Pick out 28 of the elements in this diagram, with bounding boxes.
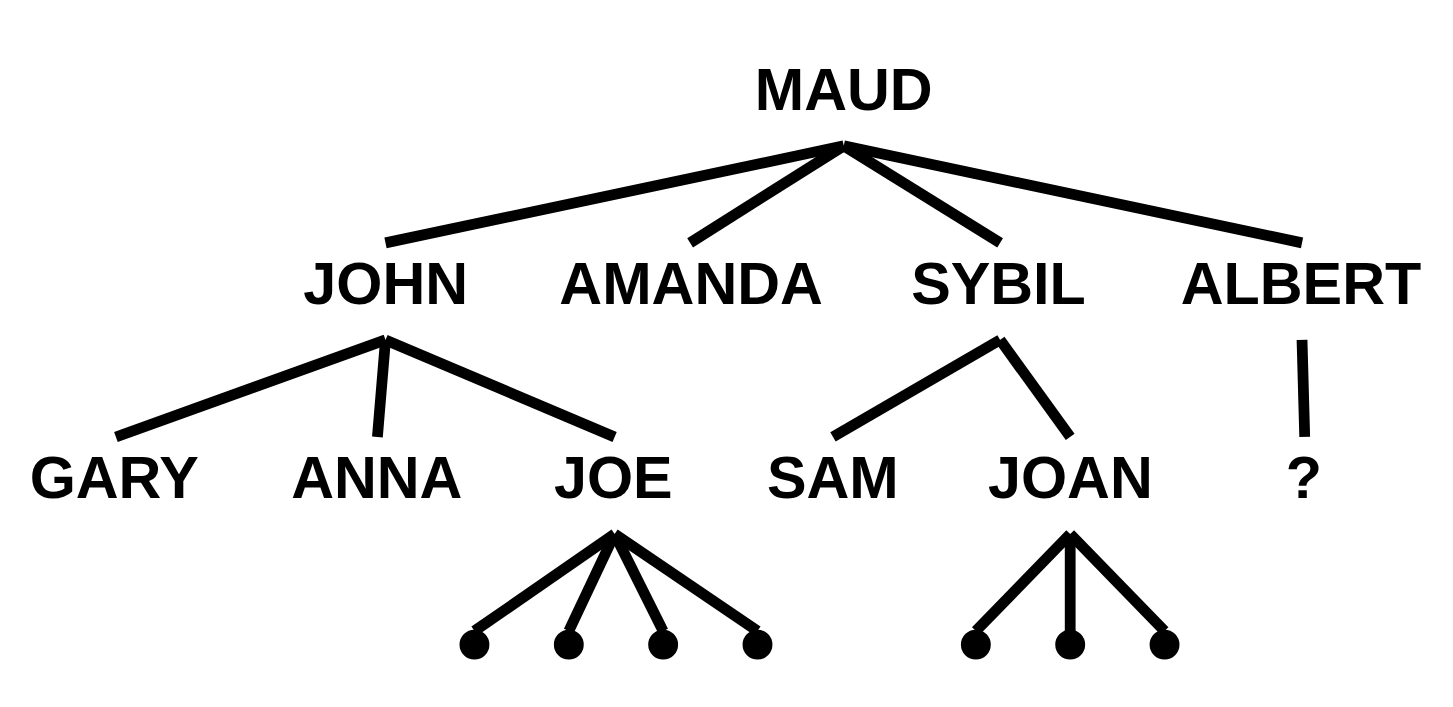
node-text: MAUD bbox=[754, 55, 933, 123]
connector bbox=[372, 339, 391, 438]
connector bbox=[1066, 530, 1169, 635]
node-text: JOE bbox=[553, 443, 673, 511]
node-circle bbox=[1149, 629, 1180, 660]
node-text: JOHN bbox=[303, 249, 469, 317]
node-circle bbox=[553, 629, 584, 660]
connector bbox=[384, 140, 845, 249]
node-circle bbox=[1055, 629, 1086, 660]
connector bbox=[842, 140, 1304, 249]
node-text: ALBERT bbox=[1180, 249, 1422, 317]
connector bbox=[383, 334, 617, 442]
connector bbox=[1296, 339, 1311, 438]
node-text: SYBIL bbox=[911, 249, 1086, 317]
connector bbox=[114, 334, 388, 443]
connector bbox=[995, 336, 1075, 441]
node-text: GARY bbox=[29, 443, 199, 511]
node-circle bbox=[960, 629, 991, 660]
node-circle bbox=[459, 629, 490, 660]
node-text: ANNA bbox=[291, 443, 463, 511]
node-text: SAM bbox=[766, 443, 899, 511]
connector bbox=[972, 530, 1075, 635]
node-circle bbox=[742, 629, 773, 660]
connector bbox=[830, 335, 1003, 442]
node-text: AMANDA bbox=[559, 249, 823, 317]
node-circle bbox=[648, 629, 679, 660]
node-text: ? bbox=[1285, 443, 1323, 511]
node-text: JOAN bbox=[987, 443, 1153, 511]
